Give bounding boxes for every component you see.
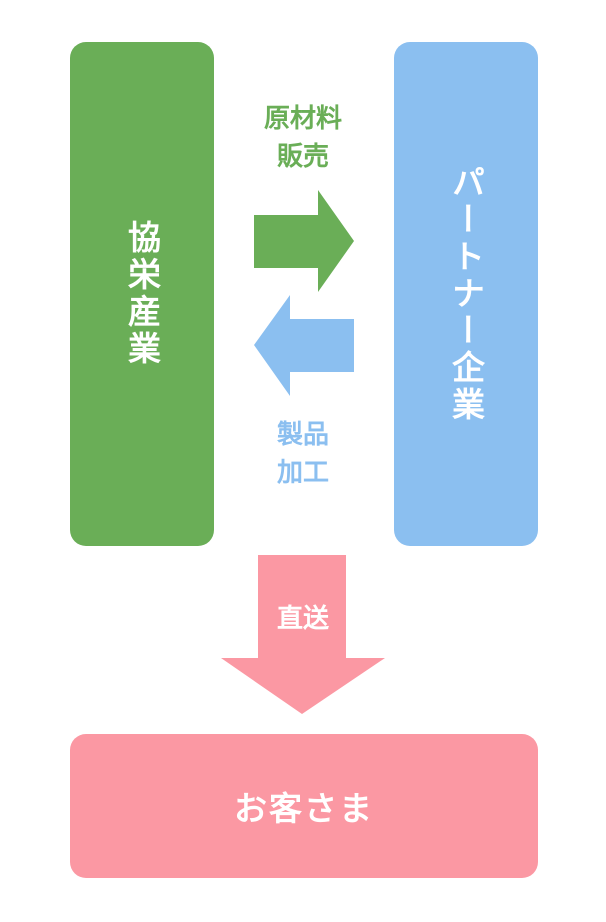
arrow-to-customer <box>221 555 385 714</box>
arrow-to-partner <box>254 190 354 292</box>
arrow-to-kyoei <box>254 295 354 396</box>
customer-box: お客さま <box>70 734 538 878</box>
sales-text: 販売 <box>276 142 329 172</box>
raw-material-sales-label: 原材料 販売 <box>230 100 376 176</box>
customer-label: お客さま <box>234 789 374 828</box>
direct-shipping-label: 直送 <box>276 604 329 634</box>
kyoei-sangyo-label: 協栄産業 <box>122 220 162 368</box>
partner-company-label: パートナー企業 <box>446 164 486 424</box>
processing-text: 加工 <box>276 458 329 488</box>
product-processing-label: 製品 加工 <box>230 416 376 492</box>
kyoei-sangyo-box: 協栄産業 <box>70 42 214 546</box>
raw-material-text: 原材料 <box>263 104 342 134</box>
product-text: 製品 <box>276 420 329 450</box>
partner-company-box: パートナー企業 <box>394 42 538 546</box>
